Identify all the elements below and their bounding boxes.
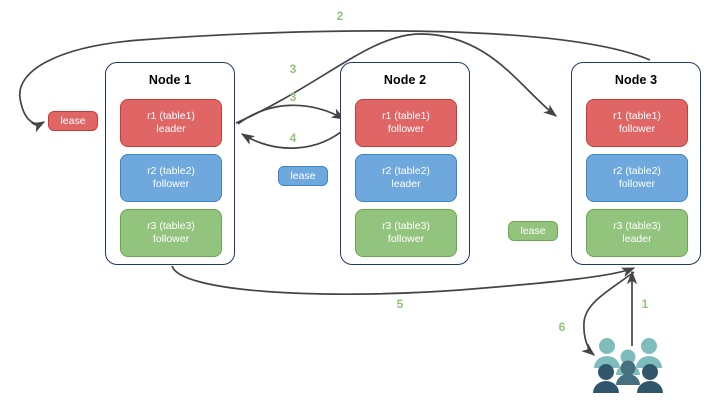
replica-r1[interactable]: r1 (table1) follower — [586, 99, 688, 147]
replica-role: leader — [391, 178, 421, 190]
arrow-step-2 — [19, 30, 651, 133]
replica-r2[interactable]: r2 (table2) leader — [355, 154, 457, 202]
step-number-3-upper: 3 — [289, 62, 297, 76]
step-number-2: 2 — [336, 9, 344, 23]
replica-name: r2 (table2) — [613, 165, 661, 177]
lease-label: lease — [290, 170, 316, 182]
replica-r3[interactable]: r3 (table3) follower — [355, 209, 457, 257]
replica-role: follower — [387, 233, 425, 245]
step-number-5: 5 — [396, 297, 404, 311]
arrow-step-6 — [581, 271, 635, 356]
replica-name: r3 (table3) — [382, 220, 430, 232]
person-back-left — [594, 338, 620, 368]
replica-name: r1 (table1) — [147, 110, 195, 122]
replica-r2[interactable]: r2 (table2) follower — [586, 154, 688, 202]
replica-r1[interactable]: r1 (table1) follower — [355, 99, 457, 147]
person-front-right — [637, 364, 663, 393]
replica-name: r3 (table3) — [613, 220, 661, 232]
replica-name: r2 (table2) — [382, 165, 430, 177]
step-number-1: 1 — [641, 297, 649, 311]
replica-role: follower — [152, 178, 190, 190]
replica-role: leader — [156, 123, 186, 135]
replica-r3[interactable]: r3 (table3) follower — [120, 209, 222, 257]
step-number-4: 4 — [289, 131, 297, 145]
replica-role: follower — [618, 123, 656, 135]
replica-name: r3 (table3) — [147, 220, 195, 232]
person-back-right — [636, 338, 662, 368]
person-front-left — [593, 364, 619, 393]
replica-role: leader — [622, 233, 652, 245]
replica-name: r1 (table1) — [382, 110, 430, 122]
replica-role: follower — [152, 233, 190, 245]
node-container-1: Node 1 r1 (table1) leader r2 (table2) fo… — [105, 62, 235, 265]
arrow-step-5 — [171, 265, 636, 296]
lease-pill-r2: lease — [278, 166, 328, 186]
node-container-3: Node 3 r1 (table1) follower r2 (table2) … — [571, 62, 701, 265]
person-front-center — [616, 360, 640, 385]
replica-r3[interactable]: r3 (table3) leader — [586, 209, 688, 257]
lease-label: lease — [520, 225, 546, 237]
lease-label: lease — [60, 115, 86, 127]
replica-role: follower — [387, 123, 425, 135]
node-title: Node 2 — [383, 73, 427, 87]
replica-r1[interactable]: r1 (table1) leader — [120, 99, 222, 147]
arrow-step-3-upper — [235, 33, 558, 124]
node-title: Node 1 — [148, 73, 192, 87]
step-number-6: 6 — [558, 320, 566, 334]
arrow-step-3-node2 — [237, 104, 346, 125]
people-group-icon — [593, 338, 663, 393]
step-number-3-node2: 3 — [289, 90, 297, 104]
replica-r2[interactable]: r2 (table2) follower — [120, 154, 222, 202]
replica-name: r1 (table1) — [613, 110, 661, 122]
node-title: Node 3 — [614, 73, 658, 87]
replica-role: follower — [618, 178, 656, 190]
lease-pill-r3: lease — [508, 221, 558, 241]
lease-pill-r1: lease — [48, 111, 98, 131]
replica-name: r2 (table2) — [147, 165, 195, 177]
arrow-step-4 — [240, 125, 349, 149]
node-container-2: Node 2 r1 (table1) follower r2 (table2) … — [340, 62, 470, 265]
